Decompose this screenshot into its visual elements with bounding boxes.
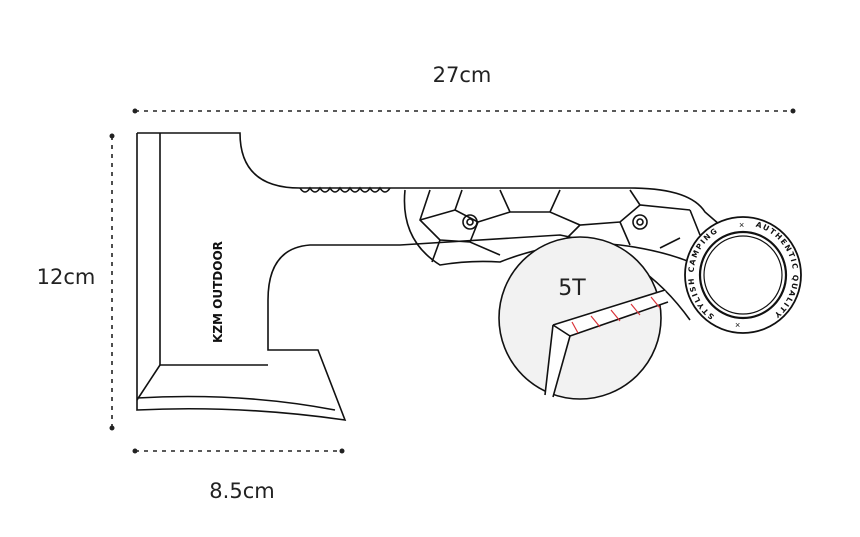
- zoom-label: 5T: [558, 276, 586, 301]
- height-label: 12cm: [37, 265, 96, 289]
- ring-separator-top: ×: [739, 220, 744, 230]
- length-label: 27cm: [433, 63, 492, 87]
- head-width-dimension: 8.5cm: [132, 448, 345, 503]
- height-dimension: 12cm: [37, 133, 115, 431]
- head-width-label: 8.5cm: [209, 479, 274, 503]
- ring-badge: AUTHENTIC QUALITY STYLISH CAMPING × ×: [684, 216, 802, 334]
- ring-separator-bottom: ×: [735, 320, 740, 330]
- length-dimension: 27cm: [132, 63, 796, 114]
- edge-zoom-callout: 5T: [498, 236, 669, 400]
- brand-text: KZM OUTDOOR: [211, 241, 225, 343]
- axe-outline: KZM OUTDOOR: [136, 132, 721, 421]
